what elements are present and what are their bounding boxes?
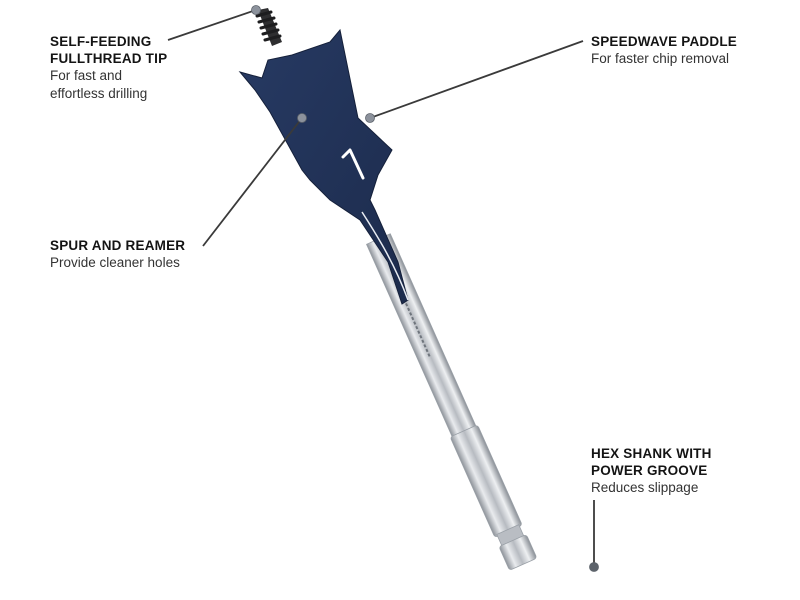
tip-dot (251, 5, 261, 15)
shank (366, 233, 537, 570)
callout-description: Provide cleaner holes (50, 255, 180, 270)
callout-description: Reduces slippage (591, 480, 699, 495)
callout-title: SELF-FEEDING FULLTHREAD TIP (50, 34, 168, 66)
callout-speedwave-paddle: SPEEDWAVE PADDLE For faster chip removal (591, 33, 737, 68)
size-marking (341, 148, 365, 180)
callout-description: For faster chip removal (591, 51, 730, 66)
spur-dot (297, 113, 307, 123)
shank-dot (589, 562, 599, 572)
paddle-dot (365, 113, 375, 123)
callout-description: For fast and effortless drilling (50, 68, 148, 101)
callout-hex-shank: HEX SHANK WITH POWER GROOVE Reduces slip… (591, 445, 712, 497)
callout-title: SPUR AND REAMER (50, 238, 186, 253)
callout-fullthread-tip: SELF-FEEDING FULLTHREAD TIP For fast and… (50, 33, 167, 103)
callout-spur-reamer: SPUR AND REAMER Provide cleaner holes (50, 237, 185, 272)
callout-title: SPEEDWAVE PADDLE (591, 34, 737, 49)
paddle (238, 28, 409, 305)
callout-title: HEX SHANK WITH POWER GROOVE (591, 446, 712, 478)
threaded-tip (255, 8, 282, 46)
